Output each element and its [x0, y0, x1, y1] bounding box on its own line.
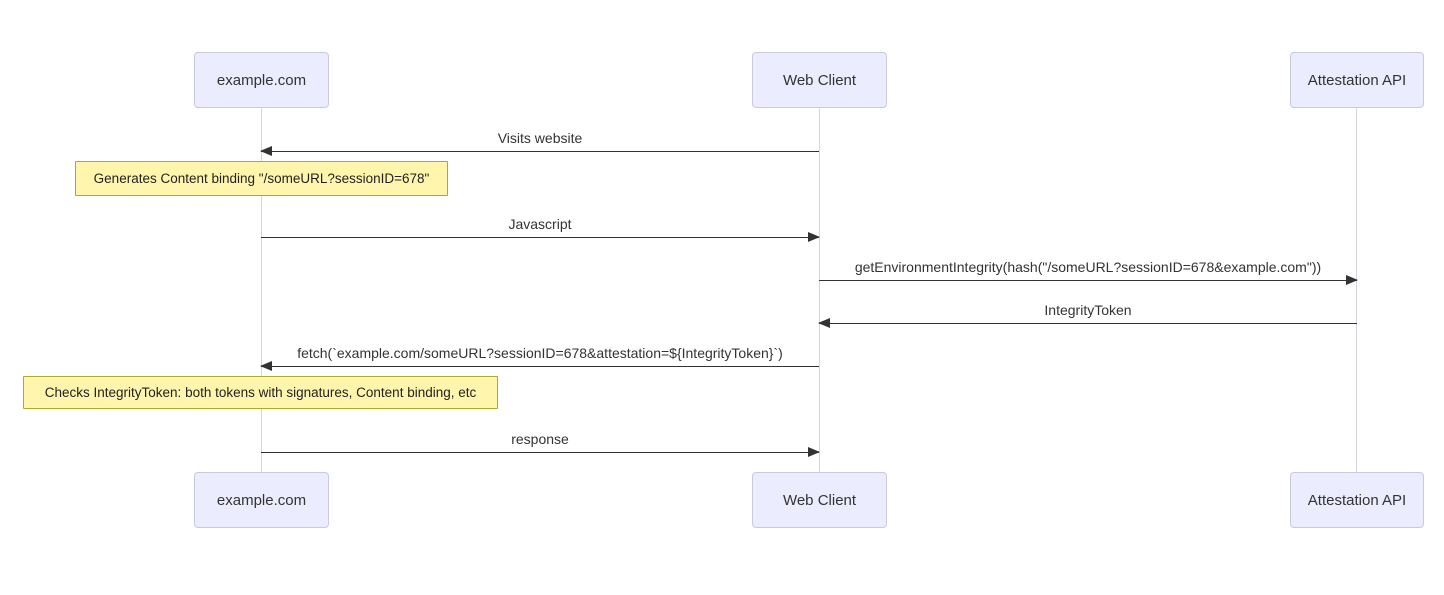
arrow-right-icon [261, 446, 820, 457]
message-fetch: fetch(`example.com/someURL?sessionID=678… [260, 344, 819, 371]
actor-label: Web Client [782, 71, 857, 89]
message-label: response [511, 431, 569, 447]
lifeline-web-client [819, 108, 820, 472]
message-label: Visits website [497, 130, 583, 146]
actor-label: Attestation API [1307, 71, 1407, 89]
actor-attestation-api-top: Attestation API [1290, 52, 1424, 108]
message-label: Javascript [508, 216, 572, 232]
actor-label: example.com [216, 491, 307, 509]
actor-example-com-top: example.com [194, 52, 329, 108]
actor-example-com-bottom: example.com [194, 472, 329, 528]
message-response: response [261, 430, 820, 457]
arrow-right-icon [261, 231, 820, 242]
arrow-left-icon [260, 360, 819, 371]
message-get-environment-integrity: getEnvironmentIntegrity(hash("/someURL?s… [819, 258, 1358, 285]
actor-label: Attestation API [1307, 491, 1407, 509]
message-label: getEnvironmentIntegrity(hash("/someURL?s… [854, 259, 1322, 275]
message-javascript: Javascript [261, 215, 820, 242]
arrow-left-icon [260, 145, 819, 156]
actor-label: example.com [216, 71, 307, 89]
lifeline-example-com [261, 108, 262, 472]
note-text: Generates Content binding "/someURL?sess… [93, 171, 430, 186]
note-text: Checks IntegrityToken: both tokens with … [44, 385, 477, 400]
actor-attestation-api-bottom: Attestation API [1290, 472, 1424, 528]
arrow-right-icon [819, 274, 1358, 285]
lifeline-attestation-api [1356, 108, 1357, 472]
actor-label: Web Client [782, 491, 857, 509]
message-integrity-token: IntegrityToken [818, 301, 1357, 328]
actor-web-client-bottom: Web Client [752, 472, 887, 528]
actor-web-client-top: Web Client [752, 52, 887, 108]
note-generates-content-binding: Generates Content binding "/someURL?sess… [75, 161, 448, 196]
message-visits-website: Visits website [260, 129, 819, 156]
arrow-left-icon [818, 317, 1357, 328]
message-label: IntegrityToken [1044, 302, 1132, 318]
note-checks-integrity-token: Checks IntegrityToken: both tokens with … [23, 376, 498, 409]
message-label: fetch(`example.com/someURL?sessionID=678… [297, 345, 783, 361]
